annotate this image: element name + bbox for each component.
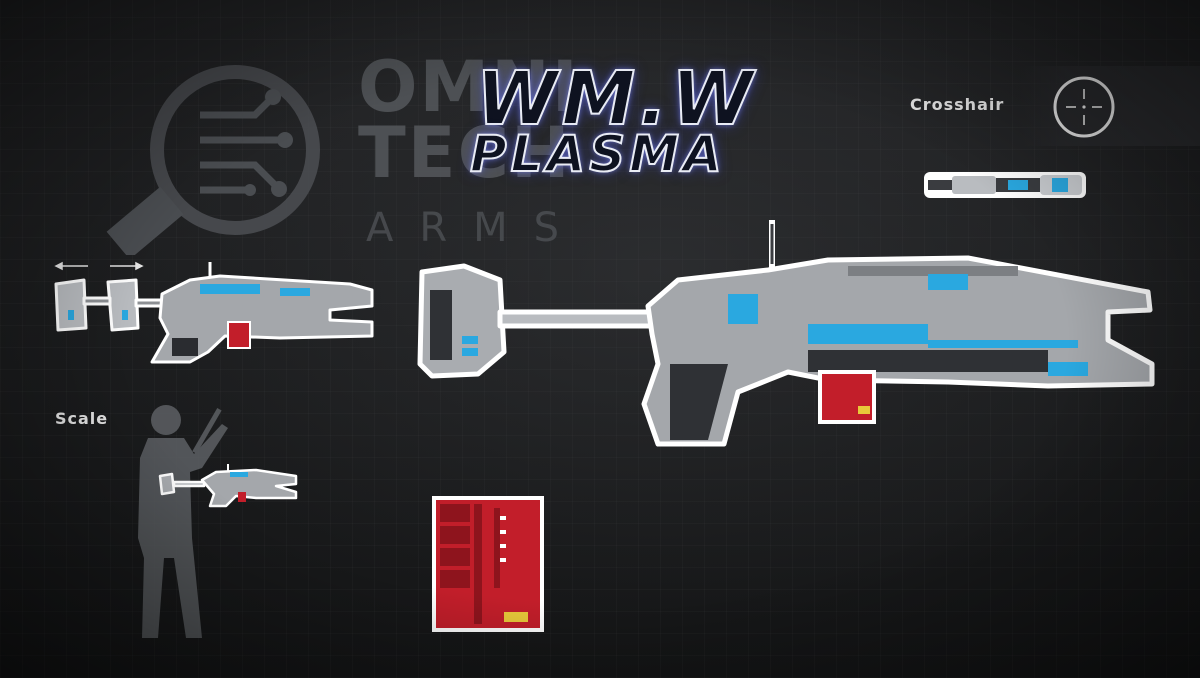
magazine-closeup bbox=[432, 496, 544, 632]
crosshair-icon bbox=[1053, 76, 1115, 138]
brand-logo-icon bbox=[106, 65, 320, 255]
scope-attachment bbox=[924, 172, 1086, 198]
crosshair-label: Crosshair bbox=[910, 95, 1005, 114]
weapon-side-view-extended bbox=[54, 262, 374, 364]
soldier-silhouette-icon bbox=[138, 405, 228, 638]
weapon-title-name: PLASMA bbox=[469, 125, 726, 183]
scale-label: Scale bbox=[55, 409, 109, 428]
weapon-main-view bbox=[417, 220, 1155, 447]
weapon-scale-reference bbox=[158, 464, 298, 508]
